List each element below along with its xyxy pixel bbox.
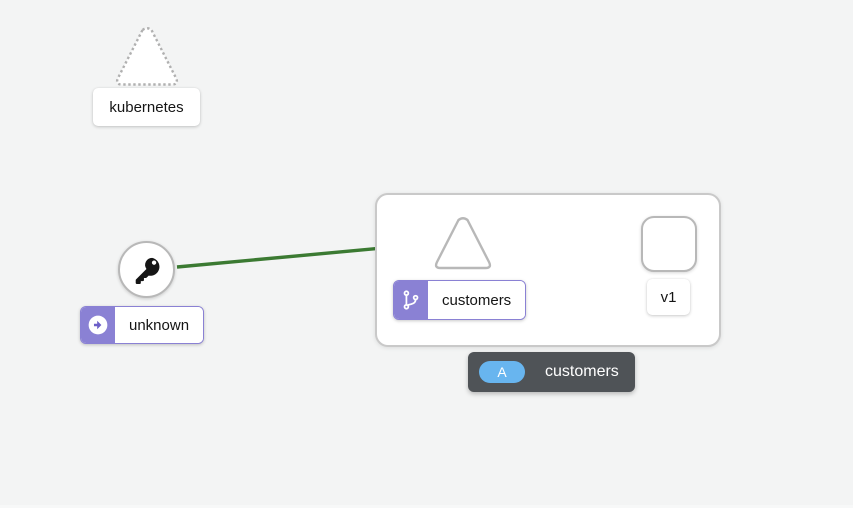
node-customers-workload-label: v1: [647, 279, 690, 315]
git-branch-icon: [394, 281, 428, 319]
tooltip-label: customers: [545, 363, 619, 380]
node-unknown-badge[interactable]: unknown: [80, 306, 205, 344]
key-icon: [135, 257, 159, 284]
canvas-bottom-strip: [0, 505, 853, 508]
node-customers-service[interactable]: [432, 215, 494, 273]
node-customers-badge-label: customers: [428, 281, 526, 319]
dashed-triangle-icon: [115, 27, 179, 86]
node-customers-workload[interactable]: [641, 216, 697, 272]
arrow-circle-right-icon: [81, 307, 115, 343]
node-kubernetes-label: kubernetes: [93, 88, 200, 126]
node-unknown[interactable]: [118, 241, 175, 298]
node-unknown-badge-label: unknown: [115, 307, 204, 343]
node-customers-badge[interactable]: customers: [393, 280, 527, 320]
graph-tooltip: A customers: [468, 352, 635, 392]
triangle-icon: [434, 217, 492, 270]
node-kubernetes[interactable]: [112, 24, 182, 90]
status-badge: A: [479, 361, 525, 383]
